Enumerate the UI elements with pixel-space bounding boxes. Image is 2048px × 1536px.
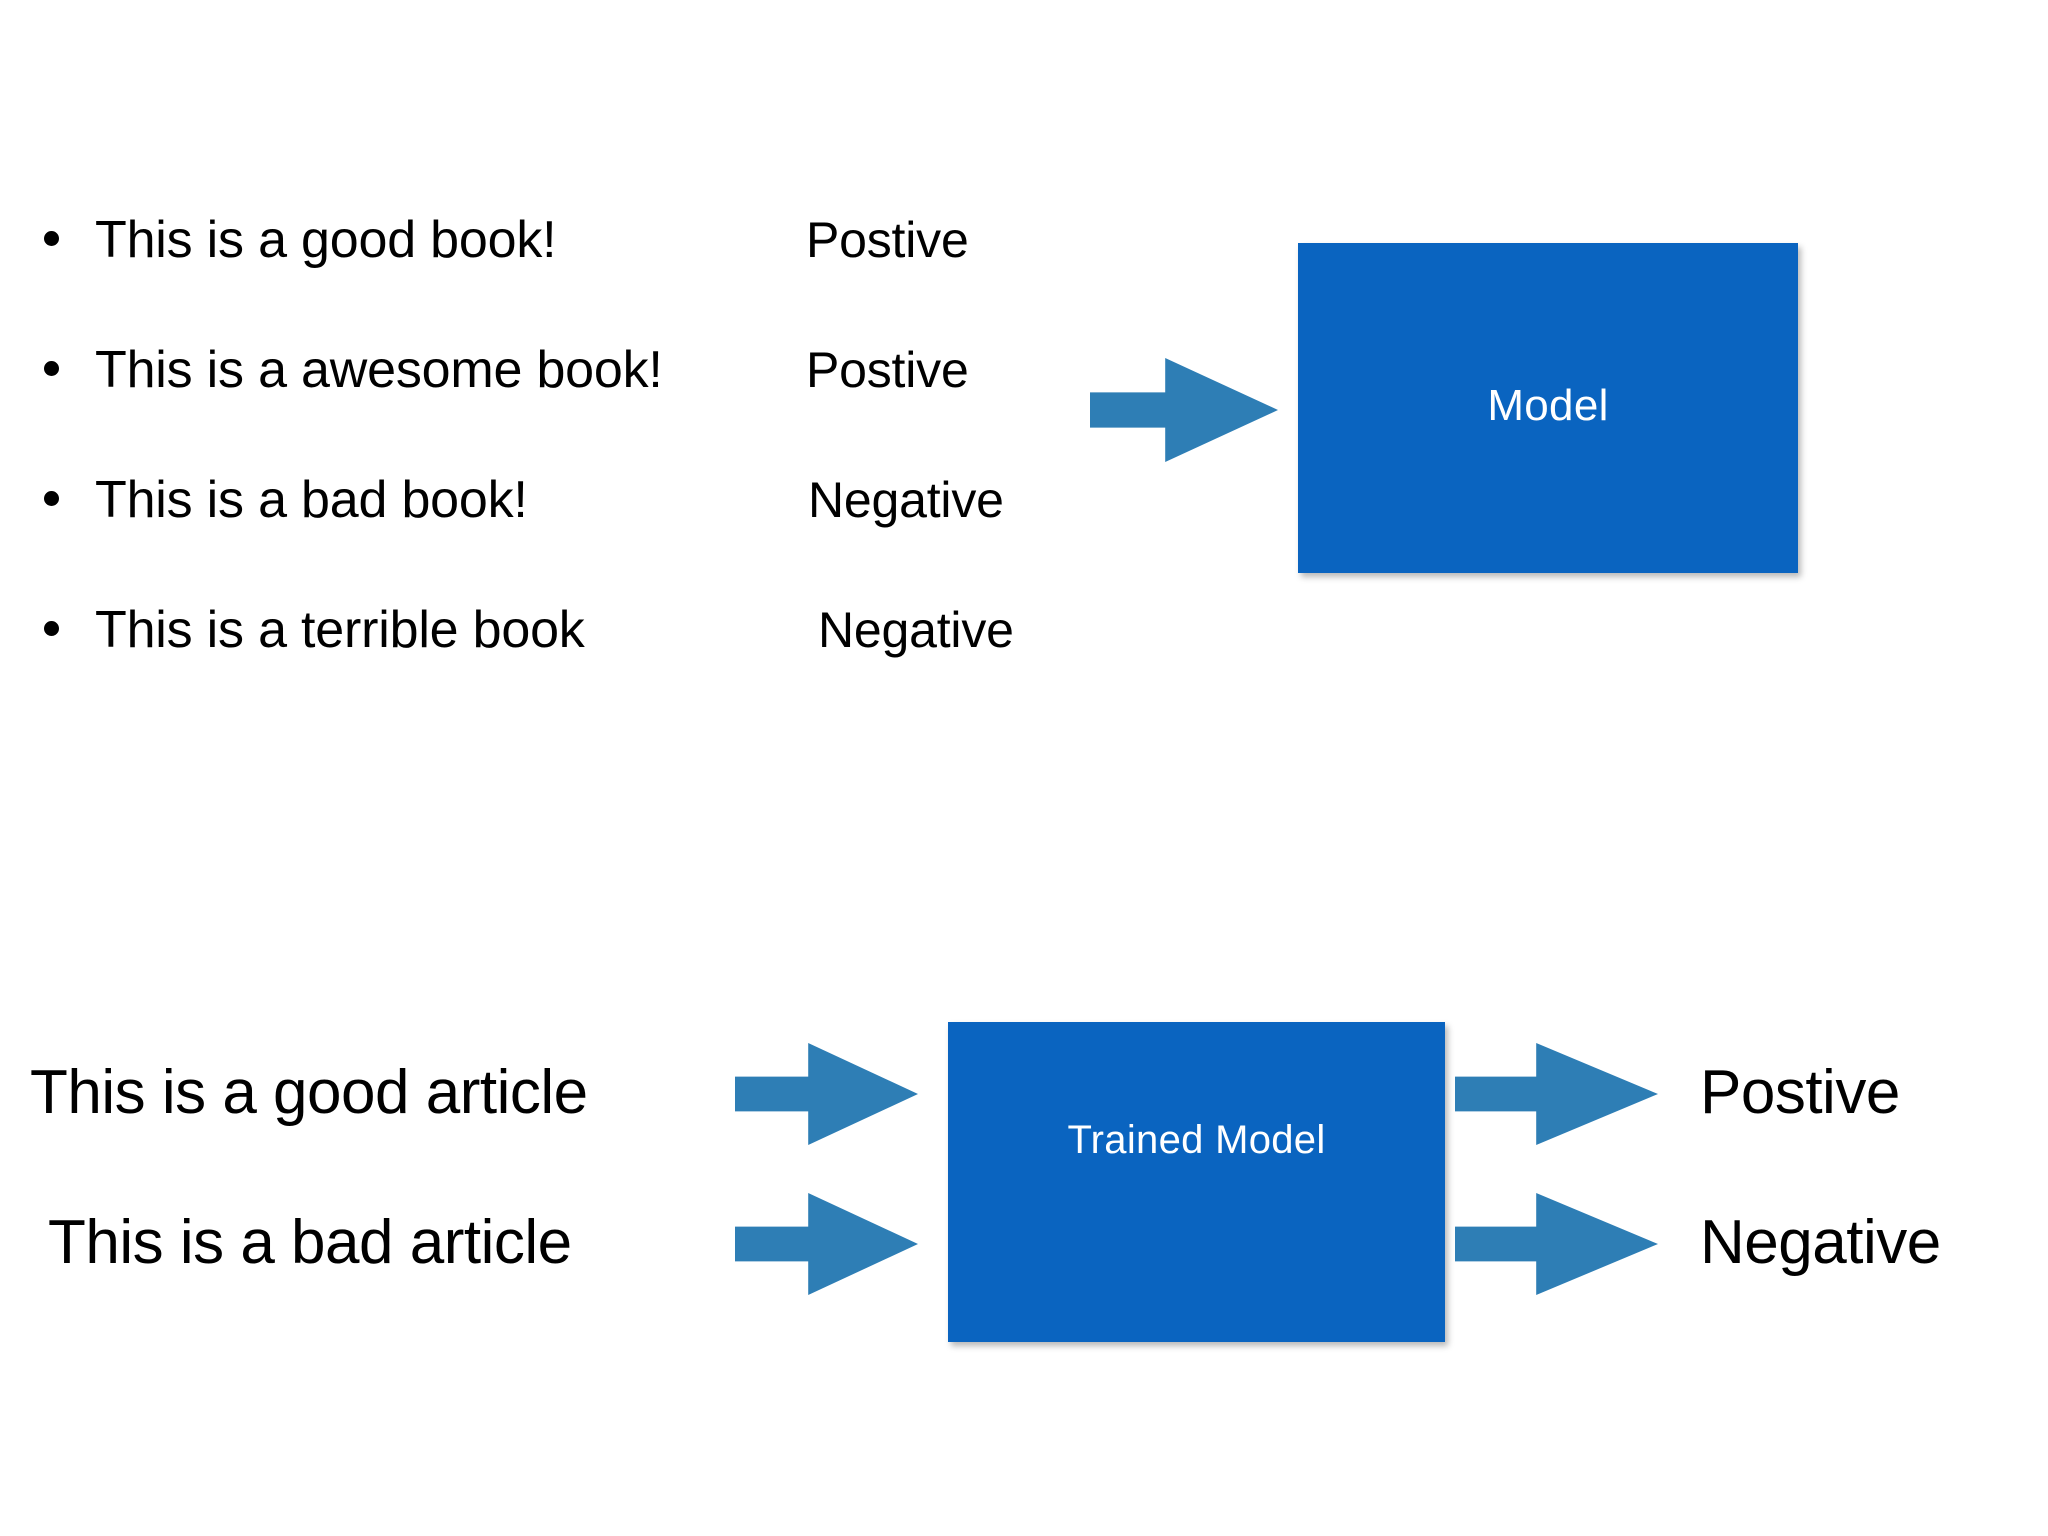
training-example-text: This is a bad book! [95, 471, 528, 529]
bullet-icon [44, 231, 59, 246]
inference-input-text: This is a bad article [48, 1208, 572, 1277]
inference-output-arrow-icon [1455, 1193, 1658, 1295]
inference-output-arrow-icon [1455, 1043, 1658, 1145]
training-example-label: Negative [818, 602, 1014, 658]
training-example-label: Postive [806, 342, 969, 398]
model-box-label: Model [1487, 381, 1609, 430]
inference-input-text: This is a good article [30, 1058, 588, 1127]
training-example-row: This is a bad book! Negative [0, 455, 1150, 545]
training-example-text: This is a awesome book! [95, 341, 663, 399]
training-example-text: This is a terrible book [95, 601, 585, 659]
training-example-row: This is a good book! Postive [0, 195, 1150, 285]
training-example-text: This is a good book! [95, 211, 557, 269]
training-example-row: This is a awesome book! Postive [0, 325, 1150, 415]
inference-output-text: Negative [1700, 1208, 1941, 1277]
model-box: Model [1298, 243, 1798, 573]
inference-input-arrow-icon [735, 1043, 918, 1145]
training-example-label: Postive [806, 212, 969, 268]
trained-model-box: Trained Model [948, 1022, 1445, 1342]
bullet-icon [44, 361, 59, 376]
bullet-icon [44, 621, 59, 636]
trained-model-box-label: Trained Model [1067, 1117, 1326, 1162]
training-example-label: Negative [808, 472, 1004, 528]
training-example-row: This is a terrible book Negative [0, 585, 1150, 675]
inference-output-text: Postive [1700, 1058, 1900, 1127]
bullet-icon [44, 491, 59, 506]
inference-input-arrow-icon [735, 1193, 918, 1295]
